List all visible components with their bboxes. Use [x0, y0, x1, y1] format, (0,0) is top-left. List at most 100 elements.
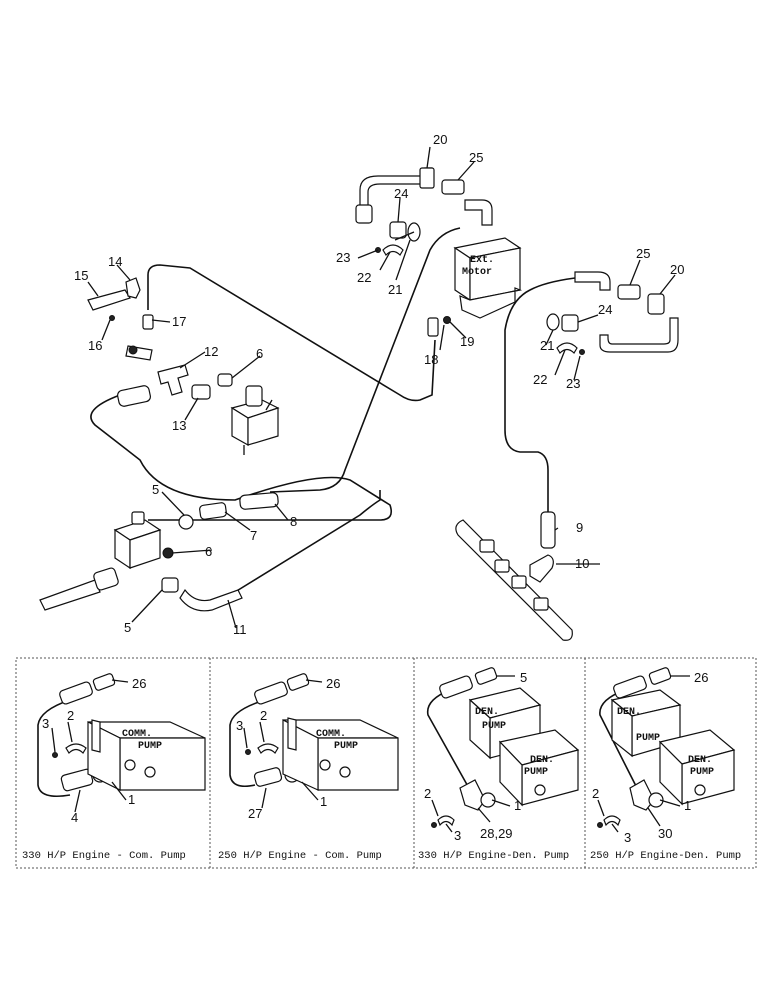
callout-21-right: 21: [540, 338, 554, 353]
callout-23-upper: 23: [336, 250, 350, 265]
callout-22-right: 22: [533, 372, 547, 387]
fitting-18: [427, 317, 439, 337]
hose-end-left: [117, 385, 151, 407]
callout-15: 15: [74, 268, 88, 283]
callout-25-right: 25: [636, 246, 650, 261]
fitting-25-upper: [441, 179, 465, 195]
elbow-14: [125, 277, 141, 299]
hose-right-down: [504, 277, 576, 515]
callout-10: 10: [575, 556, 589, 571]
callout-24-right: 24: [598, 302, 612, 317]
tank-fitting-c: [511, 575, 527, 589]
p4-callout-1: 1: [684, 798, 691, 813]
elbow-11: [179, 588, 243, 612]
callout-20-upper: 20: [433, 132, 447, 147]
callout-5-upper: 5: [152, 482, 159, 497]
p3-callout-3: 3: [454, 828, 461, 843]
tank-fitting-d: [533, 597, 549, 611]
p4-callout-26: 26: [694, 670, 708, 685]
callout-7: 7: [250, 528, 257, 543]
main-assembly: Ext. Motor: [39, 146, 679, 641]
external-motor: Ext. Motor: [453, 237, 523, 319]
p1-callout-3: 3: [42, 716, 49, 731]
panel-250-com-pump: COMM. PUMP 26 2 3 1 27 250 H/P Engine - …: [218, 673, 399, 862]
motor-label-line2: Motor: [462, 267, 492, 278]
callout-19: 19: [460, 334, 474, 349]
callout-17: 17: [172, 314, 186, 329]
elbow-upper-right: [464, 199, 493, 226]
nut-24-right: [561, 314, 579, 332]
p1-callout-1: 1: [128, 792, 135, 807]
comm-pump-label-1b: PUMP: [138, 741, 162, 752]
motor-label-line1: Ext.: [470, 255, 494, 266]
p3-callout-1: 1: [514, 798, 521, 813]
fitting-7: [199, 502, 227, 520]
clamp-22-right: [556, 342, 578, 354]
fitting-17: [142, 314, 154, 330]
hose-upper-long: [147, 264, 436, 402]
tube-nut-20-right: [647, 293, 665, 315]
den-pump-label-3a: DEN.: [475, 707, 499, 718]
den-pump-label-3d: PUMP: [524, 767, 548, 778]
valve-body-lower: [39, 511, 162, 611]
solenoid-valve: [230, 385, 280, 455]
panel-250-den-pump: DEN. PUMP DEN. PUMP 26 1 2 3 30 250 H/P …: [590, 667, 741, 862]
tank-fitting-a: [479, 539, 495, 553]
den-pump-label-4b: PUMP: [636, 733, 660, 744]
fitting-19: [443, 316, 451, 324]
callout-23-right: 23: [566, 376, 580, 391]
plug-6-upper: [217, 373, 233, 387]
comm-pump-label-1a: COMM.: [122, 729, 152, 740]
p4-callout-2: 2: [592, 786, 599, 801]
fitting-25-right: [617, 284, 641, 300]
callout-25-upper: 25: [469, 150, 483, 165]
bolt-23-right: [579, 349, 585, 355]
elbow-right: [574, 271, 611, 291]
hose-to-motor: [269, 227, 461, 493]
hose-end-8: [239, 492, 279, 510]
callout-12: 12: [204, 344, 218, 359]
p3-callout-5: 5: [520, 670, 527, 685]
p2-callout-3: 3: [236, 718, 243, 733]
p2-callout-27: 27: [248, 806, 262, 821]
tube-nut-20-left: [419, 167, 435, 189]
callout-11: 11: [233, 622, 247, 637]
p3-caption: 330 H/P Engine-Den. Pump: [418, 850, 569, 862]
variant-panels: COMM. PUMP 26 2 3 1 4 330 H/P Engine - C…: [15, 657, 757, 869]
callout-14: 14: [108, 254, 122, 269]
den-pump-label-3c: DEN.: [530, 755, 554, 766]
hose-end-9: [540, 511, 556, 549]
p1-caption: 330 H/P Engine - Com. Pump: [22, 850, 186, 862]
p3-callout-2: 2: [424, 786, 431, 801]
callout-numbers: 20 25 24 23 22 21 25 20 24 21 22 23 19 1…: [74, 132, 684, 637]
fitting-5-lower: [161, 577, 179, 593]
comm-pump-label-2a: COMM.: [316, 729, 346, 740]
tee-12: [157, 364, 189, 396]
nut-24-upper: [389, 221, 407, 239]
comm-pump-label-2b: PUMP: [334, 741, 358, 752]
panel-330-den-pump: DEN. PUMP DEN. PUMP 5 1 2 3 28,29 330 H/…: [418, 667, 580, 862]
den-pump-label-3b: PUMP: [482, 721, 506, 732]
fitting-dark-left: [128, 345, 138, 355]
tube-end-upper-left: [355, 204, 373, 224]
plug-6-lower: [162, 547, 174, 559]
p4-callout-30: 30: [658, 826, 672, 841]
oring-21-right: [546, 313, 560, 331]
panel-330-com-pump: COMM. PUMP 26 2 3 1 4 330 H/P Engine - C…: [22, 673, 206, 862]
den-pump-label-4c: DEN.: [688, 755, 712, 766]
p3-callout-2829: 28,29: [480, 826, 513, 841]
callout-6-upper: 6: [256, 346, 263, 361]
fitting-13: [191, 384, 211, 400]
tank-fitting-b: [494, 559, 510, 573]
p1-callout-26: 26: [132, 676, 146, 691]
callout-21-upper: 21: [388, 282, 402, 297]
callout-8: 8: [290, 514, 297, 529]
p1-callout-4: 4: [71, 810, 78, 825]
fitting-5-upper: [178, 514, 194, 530]
callout-24-upper: 24: [394, 186, 408, 201]
p4-callout-3: 3: [624, 830, 631, 845]
elbow-10: [529, 554, 554, 583]
panels-frame: [15, 657, 757, 869]
p2-callout-2: 2: [260, 708, 267, 723]
